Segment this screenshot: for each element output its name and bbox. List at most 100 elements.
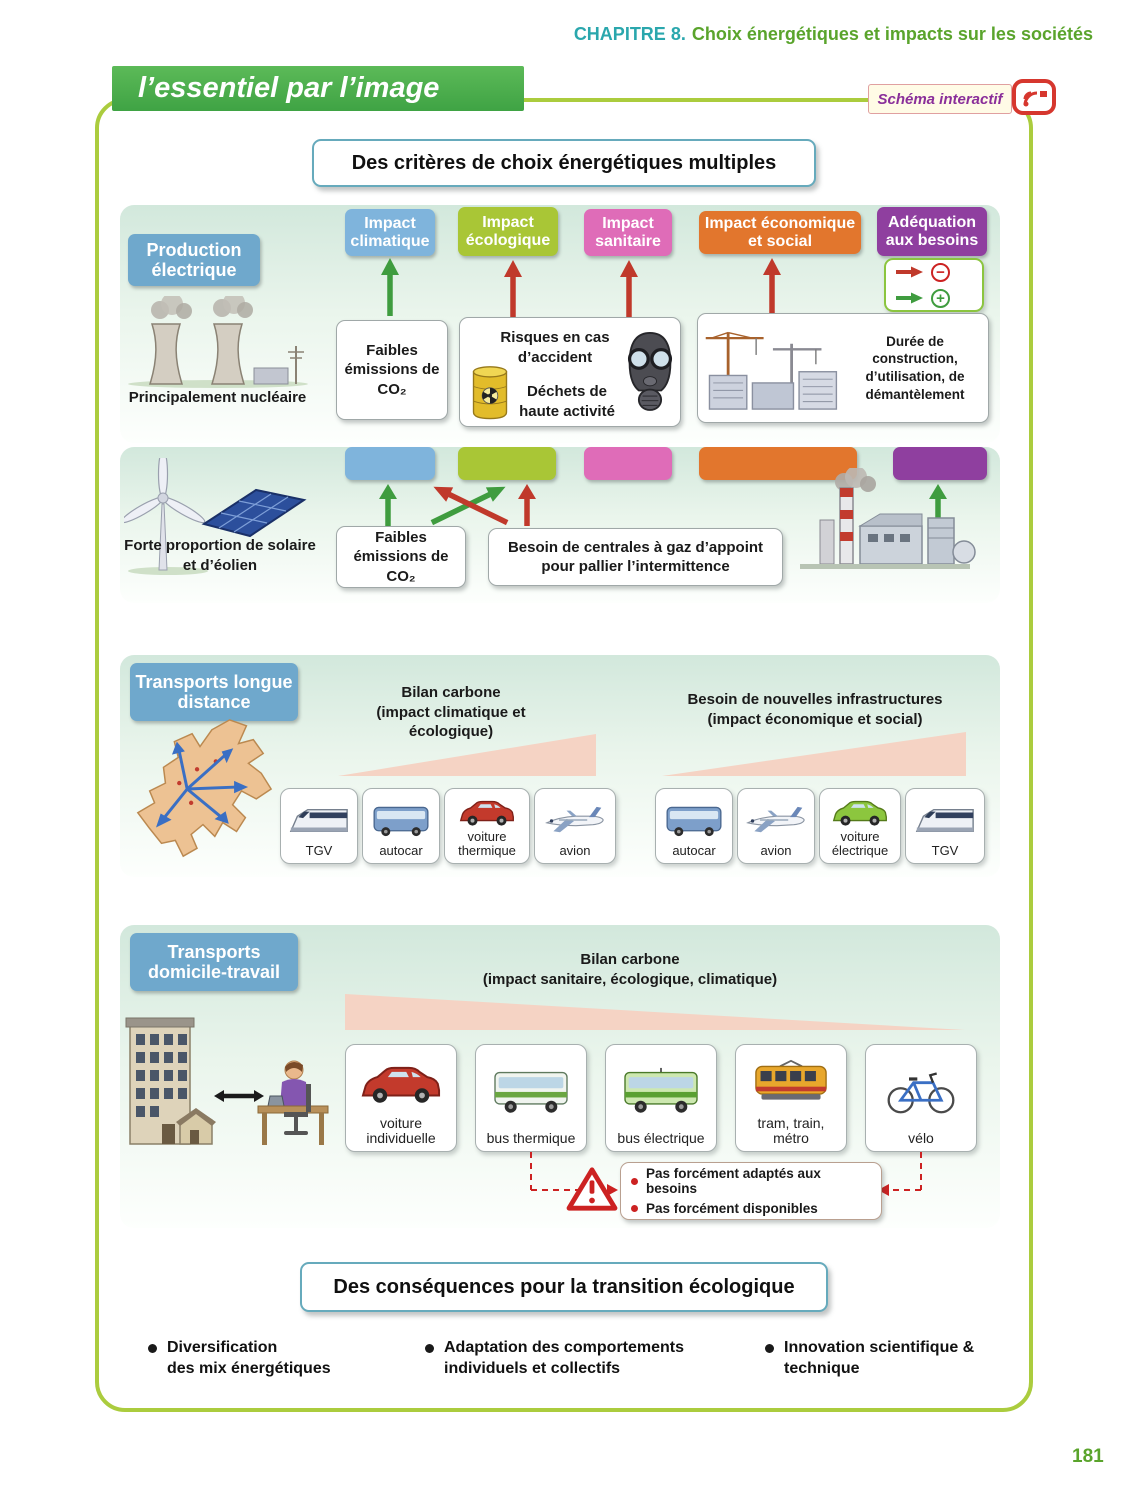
legend-negative-row: − [894, 262, 974, 282]
construction-site-icon [705, 331, 838, 410]
conclusion-line: des mix énergétiques [167, 1359, 331, 1377]
bar-ecologic [458, 447, 556, 480]
solar-panel-icon [201, 488, 307, 538]
vehicle-card-voiture-electrique: voiture électrique [819, 788, 901, 864]
vehicle-label: bus thermique [486, 1130, 576, 1147]
cast-icon[interactable] [1012, 78, 1056, 116]
section-label-production: Production électrique [128, 234, 260, 286]
vehicle-label: TGV [305, 843, 333, 859]
bullet-icon [765, 1344, 774, 1353]
warning-text: Pas forcément adaptés aux besoins [646, 1166, 821, 1196]
red-bullet-icon [631, 1177, 638, 1185]
vehicle-card-voiture-thermique: voiture thermique [444, 788, 530, 864]
red-arrow-icon [896, 266, 923, 278]
warning-triangle-icon [566, 1167, 618, 1211]
conclusion-line: Innovation scientifique & [784, 1339, 975, 1356]
bullet-icon [425, 1344, 434, 1353]
plane-icon [746, 806, 805, 832]
chapter-number: CHAPITRE 8. [573, 24, 686, 44]
gas-plant-icon [800, 468, 976, 569]
chapter-title: Choix énergétiques et impacts sur les so… [691, 24, 1093, 44]
renewables-gas-box: Besoin de centrales à gaz d’appoint pour… [488, 528, 783, 586]
vehicle-label: voiture individuelle [366, 1114, 436, 1147]
plane-icon [545, 806, 604, 832]
vehicle-label: bus électrique [617, 1130, 705, 1147]
arrow-up-red-ecologic [504, 260, 522, 318]
arrow-up-red-sanitary [620, 260, 638, 318]
conclusion-line: Adaptation des comportements [444, 1339, 685, 1356]
criteria-header-sanitary: Impact sanitaire [584, 209, 672, 256]
conclusion-title: Des conséquences pour la transition écol… [333, 1275, 795, 1298]
banner: l’essentiel par l’image [112, 66, 524, 111]
legend-positive-row: + [894, 288, 974, 308]
vehicle-card-tram-train-metro: tram, train, métro [735, 1044, 847, 1152]
warning-box: Pas forcément adaptés aux besoins Pas fo… [620, 1162, 882, 1220]
conclusion-item-text: Innovation scientifique & technique [784, 1338, 974, 1380]
wind-turbine-icon [124, 458, 208, 575]
vehicle-card-autocar: autocar [362, 788, 440, 864]
bus-electric-icon [624, 1068, 698, 1113]
criteria-header-economic: Impact économique et social [699, 211, 861, 254]
vehicle-label: autocar [672, 843, 716, 859]
vehicle-card-velo: vélo [865, 1044, 977, 1152]
vehicle-card-tgv: TGV [280, 788, 358, 864]
ld-left-caption: Bilan carbone (impact climatique et écol… [366, 683, 536, 742]
warning-dashed-connectors [530, 1152, 922, 1196]
red-bullet-icon [631, 1205, 638, 1212]
ld-right-caption: Besoin de nouvelles infrastructures (imp… [660, 690, 970, 729]
ld-left-caption-title: Bilan carbone [401, 684, 501, 701]
arrow-up-red-economic [763, 258, 781, 316]
commute-caption-title: Bilan carbone [580, 951, 680, 968]
section-label-commute: Transports domicile-travail [130, 933, 298, 991]
vehicle-card-bus-electrique: bus électrique [605, 1044, 717, 1152]
tram-icon [755, 1060, 827, 1100]
vehicle-label: vélo [908, 1130, 934, 1147]
vehicle-label: voiture électrique [831, 828, 889, 859]
nuclear-risks-box: Risques en cas d’accident Déchets de hau… [459, 317, 681, 427]
minus-icon: − [931, 262, 950, 282]
nuclear-caption: Principalement nucléaire [128, 389, 307, 406]
section-label-long-distance: Transports longue distance [130, 663, 298, 721]
interactive-schema-label: Schéma interactif [877, 90, 1003, 108]
conclusion-item-text: Diversification des mix énergétiques [167, 1338, 331, 1380]
vehicle-card-tgv-2: TGV [905, 788, 985, 864]
renewables-co2-box: Faibles émissions de CO₂ [336, 526, 466, 588]
arrow-legend: − + [884, 258, 984, 312]
conclusion-line: Diversification [167, 1339, 278, 1356]
carbon-gradient-triangle-left [338, 734, 596, 776]
warning-line: Pas forcément adaptés aux besoins [631, 1166, 871, 1196]
ld-right-caption-title: Besoin de nouvelles infrastructures [687, 691, 943, 708]
coach-icon [373, 806, 429, 836]
vehicle-card-bus-thermique: bus thermique [475, 1044, 587, 1152]
conclusion-item-adaptation: Adaptation des comportements individuels… [425, 1338, 695, 1380]
interactive-schema-badge[interactable]: Schéma interactif [868, 84, 1012, 114]
page-frame [95, 98, 1033, 1412]
main-title: Des critères de choix énergétiques multi… [351, 151, 777, 174]
home-work-scene-icon [125, 1017, 329, 1145]
bus-icon [494, 1072, 568, 1113]
car-green-icon [832, 801, 887, 827]
conclusion-item-text: Adaptation des comportements individuels… [444, 1338, 684, 1380]
conclusion-line: individuels et collectifs [444, 1359, 621, 1377]
ld-left-caption-sub: (impact climatique et écologique) [376, 703, 526, 741]
warning-line: Pas forcément disponibles [631, 1201, 871, 1216]
vehicle-label: TGV [931, 843, 959, 859]
car-red-icon [459, 801, 514, 827]
nuclear-co2-box: Faibles émissions de CO₂ [336, 320, 448, 420]
nuclear-duration-box: Durée de construction, d’utilisation, de… [697, 313, 989, 423]
arrow-up-green-climatic-2 [379, 484, 397, 526]
gas-mask-icon [627, 331, 673, 411]
arrow-diagonal-red-climatic [433, 486, 509, 526]
arrow-diagonal-green-ecologic [430, 486, 506, 526]
nuclear-plant-icon [128, 296, 308, 388]
vehicle-label: autocar [379, 843, 423, 859]
bar-economic [699, 447, 857, 480]
vehicle-card-avion-2: avion [737, 788, 815, 864]
chapter-header: CHAPITRE 8.Choix énergétiques et impacts… [574, 24, 1093, 45]
ld-right-caption-sub: (impact économique et social) [707, 710, 923, 728]
criteria-header-needs: Adéquation aux besoins [877, 207, 987, 256]
conclusion-title-box: Des conséquences pour la transition écol… [300, 1262, 828, 1312]
page-number: 181 [1072, 1446, 1104, 1467]
banner-label: l’essentiel par l’image [138, 72, 440, 104]
